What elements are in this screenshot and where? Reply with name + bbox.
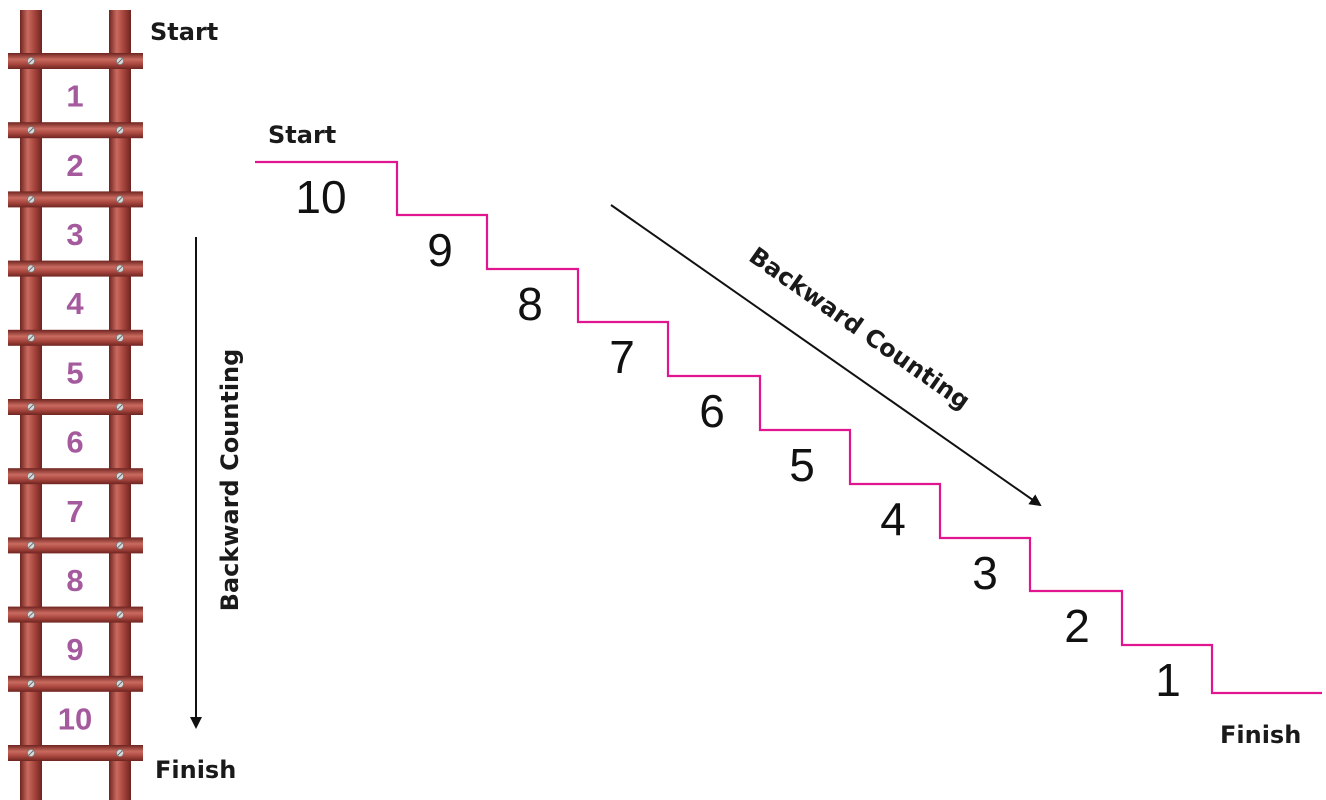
bolt-icon xyxy=(26,610,35,619)
bolt-icon xyxy=(26,195,35,204)
bolt-icon xyxy=(116,333,125,342)
ladder-start-label: Start xyxy=(150,18,218,46)
stair-number: 9 xyxy=(427,224,453,276)
bolt-icon xyxy=(26,402,35,411)
ladder-number: 6 xyxy=(66,425,83,460)
ladder-number: 2 xyxy=(66,148,83,183)
bolt-icon xyxy=(26,679,35,688)
stair-number: 10 xyxy=(295,171,346,223)
stair-number: 7 xyxy=(609,331,635,383)
staircase-direction-arrow xyxy=(610,204,1042,507)
ladder-number: 9 xyxy=(66,632,83,667)
ladder-rung xyxy=(8,329,143,346)
ladder-number: 3 xyxy=(66,217,83,252)
ladder-rung xyxy=(8,122,143,139)
bolt-icon xyxy=(116,195,125,204)
staircase-finish-label: Finish xyxy=(1220,721,1301,749)
stair-number: 6 xyxy=(699,385,725,437)
staircase-direction-label: Backward Counting xyxy=(744,242,975,416)
staircase-start-label: Start xyxy=(268,121,336,149)
ladder-number: 10 xyxy=(58,701,92,736)
ladder-rung xyxy=(8,53,143,69)
bolt-icon xyxy=(26,264,35,273)
bolt-icon xyxy=(116,402,125,411)
bolt-icon xyxy=(26,333,35,342)
bolt-icon xyxy=(116,749,125,758)
bolt-icon xyxy=(116,541,125,550)
bolt-icon xyxy=(116,472,125,481)
ladder-direction-label: Backward Counting xyxy=(216,349,244,612)
bolt-icon xyxy=(116,264,125,273)
staircase-line xyxy=(255,160,1322,695)
bolt-icon xyxy=(116,57,125,66)
ladder-number: 4 xyxy=(66,286,84,321)
ladder-finish-label: Finish xyxy=(155,756,236,784)
ladder-number: 5 xyxy=(66,355,83,390)
ladder-rung xyxy=(8,675,143,692)
bolt-icon xyxy=(26,541,35,550)
ladder-rung xyxy=(8,399,143,415)
bolt-icon xyxy=(26,749,35,758)
bolt-icon xyxy=(26,126,35,135)
ladder-number: 7 xyxy=(66,494,83,529)
ladder-rung xyxy=(8,191,143,208)
ladder-rung xyxy=(8,606,143,623)
bolt-icon xyxy=(116,610,125,619)
ladder-rung xyxy=(8,745,143,761)
ladder-numbers: 1 2 3 4 5 6 7 8 9 10 xyxy=(58,79,92,737)
ladder-number: 1 xyxy=(66,79,83,114)
stair-number: 5 xyxy=(789,439,815,491)
bolt-icon xyxy=(26,472,35,481)
bolt-icon xyxy=(116,679,125,688)
stair-number: 8 xyxy=(517,278,543,330)
ladder-rungs xyxy=(8,53,143,761)
stair-number: 3 xyxy=(972,547,998,599)
stair-number: 2 xyxy=(1064,600,1090,652)
ladder-number: 8 xyxy=(66,563,83,598)
ladder-rung xyxy=(8,260,143,277)
stair-number: 1 xyxy=(1155,654,1181,706)
ladder: 1 2 3 4 5 6 7 8 9 10 xyxy=(8,10,143,800)
stair-number: 4 xyxy=(880,493,906,545)
bolt-icon xyxy=(26,57,35,66)
ladder-rung xyxy=(8,537,143,554)
staircase-numbers: 10 9 8 7 6 5 4 3 2 1 xyxy=(295,171,1180,706)
staircase: 10 9 8 7 6 5 4 3 2 1 xyxy=(255,160,1322,706)
bolt-icon xyxy=(116,126,125,135)
ladder-rung xyxy=(8,468,143,485)
